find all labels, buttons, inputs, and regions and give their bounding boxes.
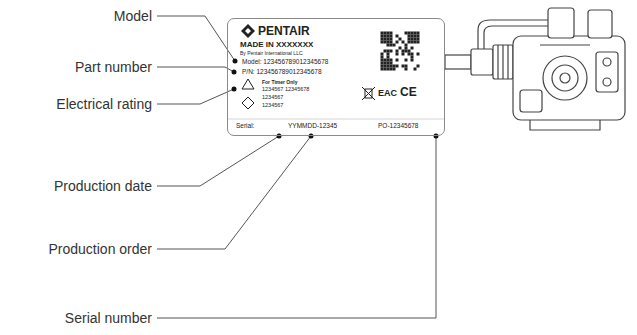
plate-text: Model: 123456789012345678 (242, 59, 328, 66)
leader-dot (309, 134, 314, 139)
plate-text: 1234567 12345678 (262, 87, 309, 93)
leader-line (157, 136, 311, 249)
label-plate: PENTAIR MADE IN XXXXXXX By Pentair Interna… (227, 18, 445, 136)
plate-text: YYMMDD-12345 (288, 123, 337, 130)
callout-label: Production order (48, 241, 152, 257)
plate-text: PENTAIR (258, 25, 310, 37)
plate-text: PO-12345678 (378, 123, 418, 130)
leader-dot (233, 59, 238, 64)
callout-label: Production date (54, 178, 152, 194)
plate-text: 1234567 (262, 103, 283, 109)
plate-text: MADE IN XXXXXXX (240, 41, 313, 49)
plate-text: For Timer Only (262, 80, 297, 85)
leader-dot (434, 134, 439, 139)
plate-text: 1234567 (262, 95, 283, 101)
plate-text: Serial: (236, 123, 254, 130)
leader-line (157, 136, 279, 186)
plate-text: EAC (378, 89, 397, 98)
plate-text: P/N: 123456789012345678 (242, 69, 322, 76)
leader-line (157, 137, 436, 318)
callout-label: Model (114, 8, 152, 24)
leader-line (157, 89, 234, 104)
leader-line (157, 67, 234, 72)
leader-dot (232, 70, 237, 75)
plate-text: By Pentair International LLC (240, 51, 303, 56)
callout-label: Electrical rating (56, 96, 152, 112)
leader-dot (277, 134, 282, 139)
callout-label: Serial number (65, 310, 152, 326)
leader-dot (232, 87, 237, 92)
leader-line (157, 16, 235, 61)
callout-label: Part number (75, 59, 152, 75)
plate-text: CE (400, 86, 417, 98)
